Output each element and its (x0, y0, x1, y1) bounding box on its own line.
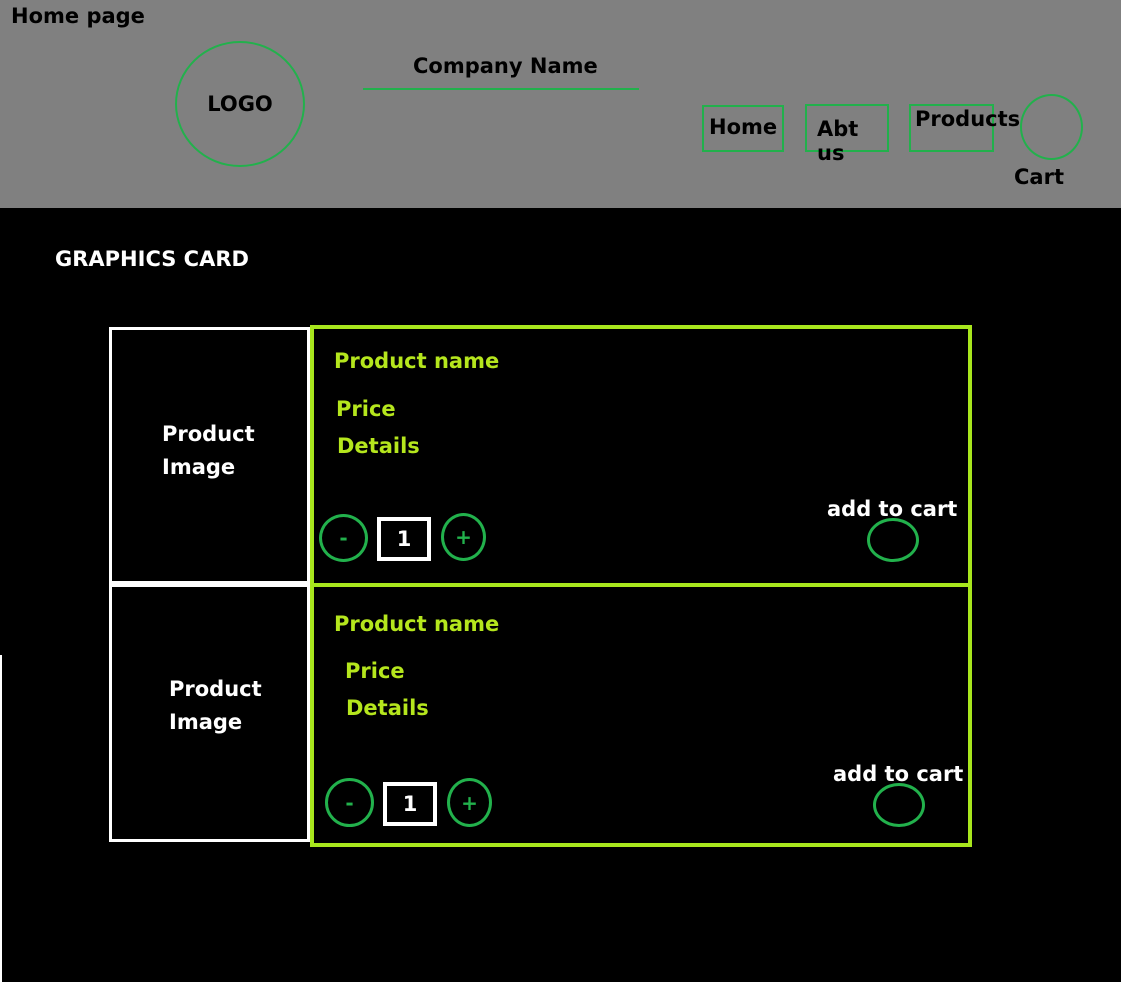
decrement-button[interactable]: - (319, 514, 368, 562)
quantity-input[interactable] (377, 517, 431, 561)
product-image: Product Image (109, 327, 310, 584)
product-image: Product Image (109, 584, 310, 842)
product-info-card (310, 583, 972, 847)
increment-button[interactable]: + (447, 778, 492, 827)
nav-products-button[interactable]: Products (909, 104, 1020, 152)
nav-home-button[interactable]: Home (702, 105, 784, 152)
logo[interactable]: LOGO (175, 41, 305, 167)
cart-label: Cart (1014, 165, 1064, 189)
company-name: Company Name (413, 54, 598, 78)
section-title: GRAPHICS CARD (55, 247, 249, 271)
company-name-underline (363, 88, 639, 90)
increment-button[interactable]: + (441, 513, 486, 561)
add-to-cart-label: add to cart (833, 762, 964, 786)
left-edge-line (0, 655, 2, 982)
product-details: Details (337, 434, 420, 458)
cart-icon[interactable] (1020, 94, 1083, 160)
product-image-label: Product Image (162, 422, 255, 479)
add-to-cart-button[interactable] (873, 783, 925, 827)
quantity-input[interactable] (383, 782, 437, 826)
product-price: Price (336, 397, 396, 421)
product-details: Details (346, 696, 429, 720)
header: Home page LOGO Company Name Home Abt us … (0, 0, 1121, 208)
product-name: Product name (334, 612, 500, 636)
add-to-cart-label: add to cart (827, 497, 958, 521)
product-name: Product name (334, 349, 500, 373)
page-label: Home page (11, 4, 145, 28)
add-to-cart-button[interactable] (867, 518, 919, 562)
product-price: Price (345, 659, 405, 683)
decrement-button[interactable]: - (325, 778, 374, 827)
product-image-label: Product Image (169, 677, 262, 734)
nav-about-button[interactable]: Abt us (805, 104, 889, 165)
